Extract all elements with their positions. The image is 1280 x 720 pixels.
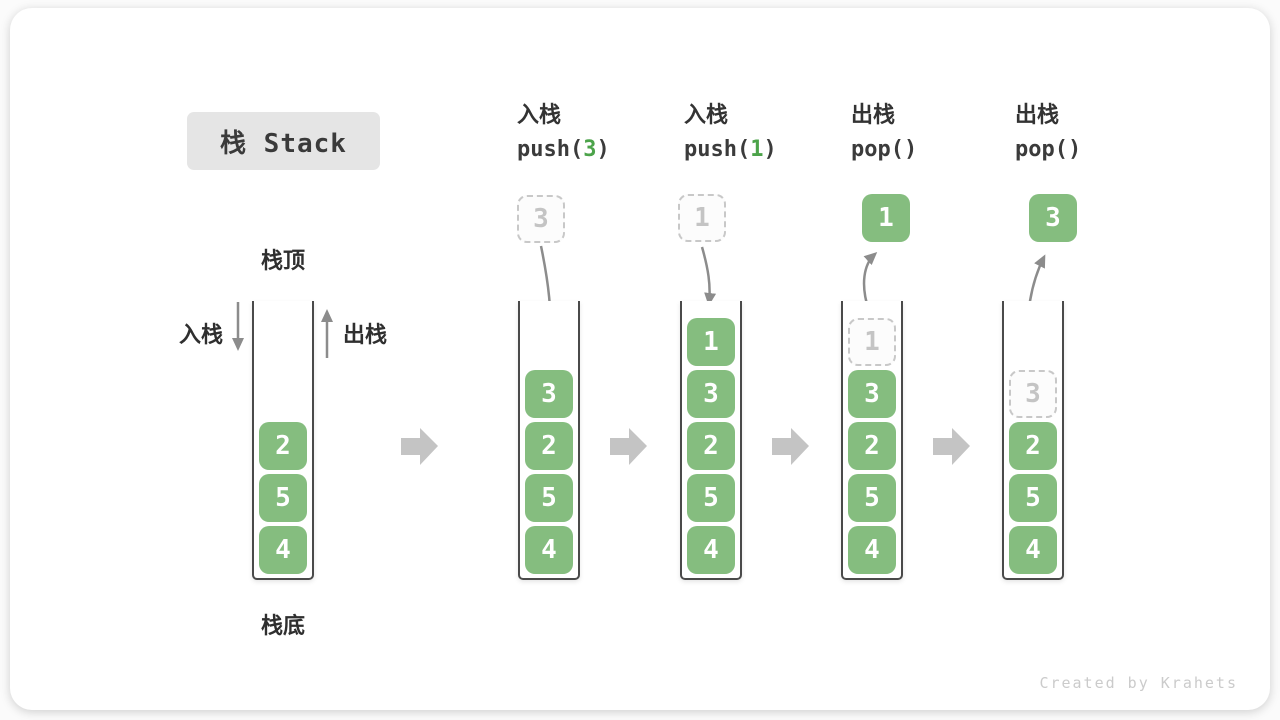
stack-block: 2	[525, 422, 573, 470]
stack-block: 3	[525, 370, 573, 418]
operation-action-label: 出栈	[1015, 103, 1060, 128]
code-text: push(	[684, 137, 751, 162]
stack-block-ghost: 3	[1009, 370, 1057, 418]
operation-action-label: 出栈	[851, 103, 896, 128]
code-text: )	[596, 137, 610, 162]
stack-block: 5	[1009, 474, 1057, 522]
stack-block: 3	[687, 370, 735, 418]
push-side-label: 入栈	[179, 323, 224, 348]
code-arg: 1	[750, 137, 764, 162]
stack-block: 2	[1009, 422, 1057, 470]
operation-action-label: 入栈	[684, 103, 729, 128]
floating-ghost-block: 3	[517, 195, 565, 243]
operation-code: pop()	[1015, 137, 1081, 163]
stack-top-label: 栈顶	[260, 249, 305, 274]
stack-state-5: 3 2 5 4	[1002, 301, 1064, 580]
code-text: pop(	[851, 137, 904, 162]
diagram-title: 栈 Stack	[187, 112, 380, 170]
stack-block: 2	[259, 422, 307, 470]
stack-bottom-label: 栈底	[260, 614, 305, 639]
stack-state-4: 1 3 2 5 4	[841, 301, 903, 580]
operation-header-pop-1: 出栈 pop()	[851, 103, 917, 163]
code-arg: 3	[583, 137, 597, 162]
code-text: pop(	[1015, 137, 1068, 162]
popped-block: 3	[1029, 194, 1077, 242]
code-text: )	[903, 137, 918, 162]
popped-block: 1	[862, 194, 910, 242]
operation-header-push-3: 入栈 push(3)	[517, 103, 610, 163]
stack-state-2: 3 2 5 4	[518, 301, 580, 580]
code-text: )	[1067, 137, 1082, 162]
stack-block: 5	[687, 474, 735, 522]
stack-block: 3	[848, 370, 896, 418]
stack-block: 4	[259, 526, 307, 574]
stack-block: 4	[848, 526, 896, 574]
operation-code: push(3)	[517, 137, 610, 163]
operation-code: pop()	[851, 137, 917, 163]
stack-block-ghost: 1	[848, 318, 896, 366]
floating-ghost-block: 1	[678, 194, 726, 242]
stack-block: 5	[259, 474, 307, 522]
operation-action-label: 入栈	[517, 103, 562, 128]
stack-block: 4	[1009, 526, 1057, 574]
stack-block: 4	[525, 526, 573, 574]
stack-block: 5	[525, 474, 573, 522]
watermark: Created by Krahets	[1039, 674, 1238, 692]
code-text: )	[763, 137, 777, 162]
stack-block: 4	[687, 526, 735, 574]
stack-block: 2	[848, 422, 896, 470]
pop-side-label: 出栈	[343, 323, 388, 348]
stack-state-1: 2 5 4	[252, 301, 314, 580]
operation-header-pop-2: 出栈 pop()	[1015, 103, 1081, 163]
stack-state-3: 1 3 2 5 4	[680, 301, 742, 580]
stack-block: 2	[687, 422, 735, 470]
operation-code: push(1)	[684, 137, 777, 163]
stack-block: 1	[687, 318, 735, 366]
code-text: push(	[517, 137, 584, 162]
stack-block: 5	[848, 474, 896, 522]
operation-header-push-1: 入栈 push(1)	[684, 103, 777, 163]
